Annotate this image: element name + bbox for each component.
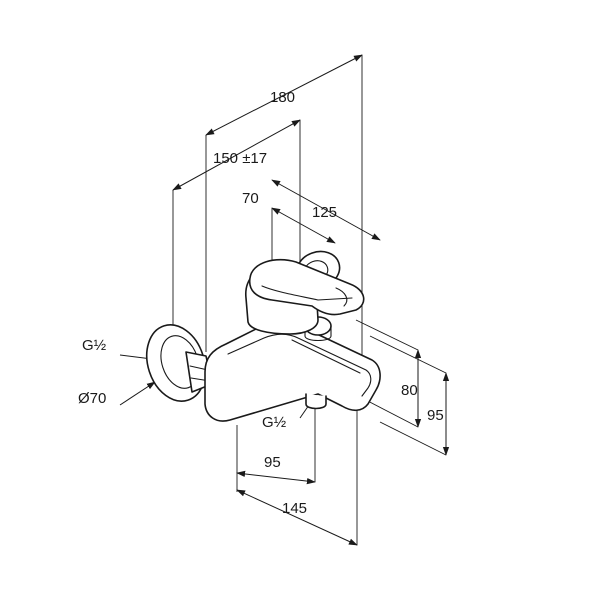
label-inlet-thread: G½ <box>82 337 107 354</box>
mixer-body <box>145 250 381 422</box>
label-95-offset: 95 <box>264 454 281 471</box>
dim-line-145 <box>236 489 358 546</box>
label-95-height: 95 <box>427 407 444 424</box>
label-escutcheon-diameter: Ø70 <box>78 390 106 407</box>
label-80: 80 <box>401 382 418 399</box>
label-180: 180 <box>270 89 295 106</box>
dim-line-95-offset <box>236 470 316 485</box>
dimension-labels: 180 150 ±17 70 125 80 95 G½ Ø70 G½ 95 14… <box>78 89 444 517</box>
label-125: 125 <box>312 204 337 221</box>
label-outlet-thread: G½ <box>262 414 287 431</box>
spout-body <box>204 320 381 422</box>
label-145: 145 <box>282 500 307 517</box>
lever-handle <box>248 258 365 316</box>
leader-escutcheon <box>119 381 156 406</box>
dim-line-125 <box>271 179 381 241</box>
outlet-aerator <box>305 393 327 410</box>
label-150: 150 ±17 <box>213 150 267 167</box>
label-70: 70 <box>242 190 259 207</box>
dim-line-150 <box>172 119 301 191</box>
